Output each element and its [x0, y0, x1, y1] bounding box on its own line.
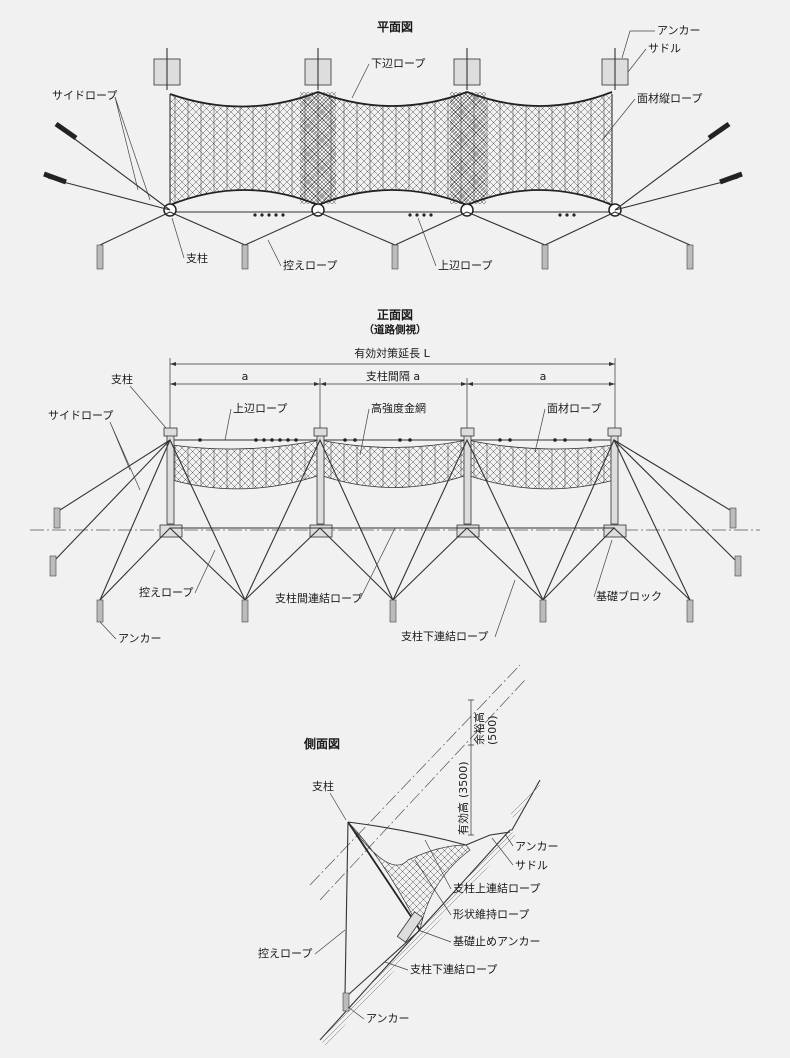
side-label-anchor-top: アンカー	[515, 840, 559, 853]
side-upper-rope	[347, 821, 467, 846]
side-anchor-top-rope	[465, 831, 511, 846]
front-anchors	[96, 599, 694, 623]
front-title: 正面図	[377, 308, 413, 322]
front-dim-total: 有効対策延長 L	[354, 346, 430, 360]
front-label-upper-rope: 上辺ロープ	[233, 402, 287, 415]
plan-anchors	[96, 244, 694, 270]
front-foundation-blocks	[159, 524, 627, 538]
plan-label-lower-rope: 下辺ロープ	[371, 57, 425, 70]
plan-label-panel-vertical-rope: 面材縦ロープ	[637, 91, 702, 105]
front-label-inter-post-rope: 支柱間連結ロープ	[275, 591, 362, 605]
front-view: 正面図 （道路側視） 有効対策延長 L a 支柱間隔 a a	[30, 308, 760, 645]
front-side-ropes	[49, 439, 742, 577]
side-ground-hatch	[320, 830, 516, 1046]
front-subtitle: （道路側視）	[364, 323, 427, 336]
side-dim-margin-value: (500)	[486, 715, 499, 745]
side-slope-dash-2	[319, 679, 526, 901]
side-title: 側面図	[303, 736, 340, 751]
front-label-guy-rope: 控えロープ	[139, 585, 193, 599]
front-label-side-rope: サイドロープ	[48, 409, 113, 422]
front-dim-post-spacing: 支柱間隔 a	[366, 369, 420, 383]
side-dim-margin: 余裕高	[472, 712, 486, 745]
front-label-panel-rope: 面材ロープ	[547, 401, 601, 415]
plan-side-ropes	[43, 121, 743, 211]
front-dimensions	[169, 358, 616, 430]
front-label-anchor: アンカー	[118, 632, 162, 645]
plan-label-guy-rope: 控えロープ	[283, 258, 337, 272]
front-label-post-lower-rope: 支柱下連結ロープ	[401, 629, 488, 643]
front-label-mesh: 高強度金網	[371, 401, 426, 415]
side-foundation	[396, 911, 424, 943]
plan-label-post: 支柱	[186, 251, 208, 265]
plan-title: 平面図	[377, 20, 413, 34]
side-label-foundation-anchor: 基礎止めアンカー	[453, 935, 541, 948]
plan-label-anchor: アンカー	[657, 24, 701, 37]
plan-view: 平面図	[43, 20, 743, 272]
side-view: 側面図 余裕高 (500) 有効高 (3500) 支柱 アンカー サドル 支柱上	[258, 664, 559, 1046]
side-guy-rope	[344, 821, 349, 996]
side-dimensions	[468, 699, 474, 836]
front-dim-a-left: a	[242, 370, 249, 383]
front-label-post: 支柱	[111, 372, 133, 386]
side-label-post: 支柱	[312, 779, 334, 793]
plan-mesh	[169, 91, 613, 206]
plan-label-saddle: サドル	[648, 42, 681, 55]
front-mesh	[170, 439, 615, 490]
side-anchor-bottom-mark	[342, 992, 350, 1012]
plan-label-side-rope: サイドロープ	[52, 89, 117, 102]
side-mesh	[347, 821, 471, 932]
side-label-post-lower-rope: 支柱下連結ロープ	[410, 962, 497, 976]
side-dim-effective: 有効高	[456, 802, 470, 835]
plan-guy-ropes	[99, 211, 691, 246]
plan-label-upper-rope: 上辺ロープ	[438, 259, 492, 272]
side-post	[347, 821, 421, 931]
side-label-guy-rope: 控えロープ	[258, 946, 312, 960]
side-lower-rope	[347, 929, 421, 996]
plan-saddles	[153, 48, 629, 90]
side-label-anchor-bottom: アンカー	[366, 1012, 410, 1025]
side-dim-effective-value: (3500)	[457, 761, 470, 798]
side-label-shape-rope: 形状維持ロープ	[453, 907, 529, 921]
side-label-post-upper-rope: 支柱上連結ロープ	[453, 881, 540, 895]
front-dim-a-right: a	[540, 370, 547, 383]
plan-posts	[163, 203, 622, 217]
front-label-foundation-block: 基礎ブロック	[596, 589, 662, 603]
side-slope-dash-1	[309, 664, 521, 886]
side-label-saddle: サドル	[515, 859, 548, 872]
front-upper-rope-clips	[198, 438, 592, 442]
front-posts	[163, 427, 622, 525]
plan-upper-rope-clips	[253, 213, 576, 217]
